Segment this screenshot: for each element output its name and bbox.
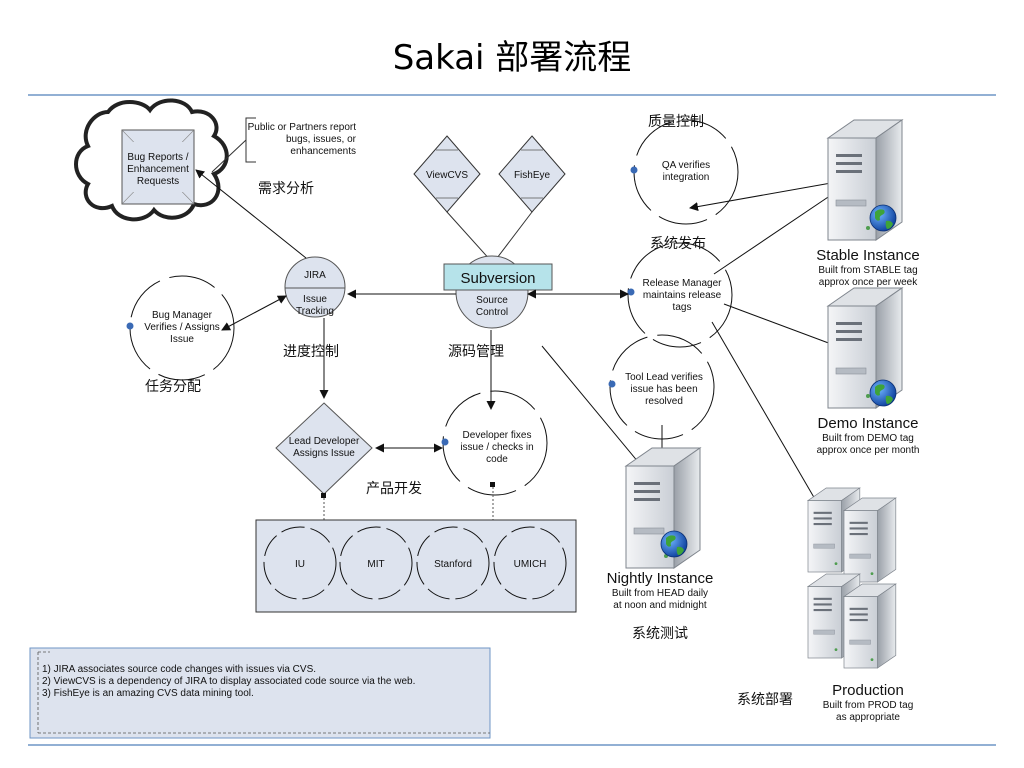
notes-box: 1) JIRA associates source code changes w… xyxy=(29,647,491,739)
subversion-badge: Subversion xyxy=(460,270,535,287)
school-umich: UMICH xyxy=(493,526,567,600)
bug-reports-cloud: Bug Reports / Enhancement Requests xyxy=(74,98,229,222)
label-qa: 质量控制 xyxy=(648,114,704,130)
cloud-line-2: Enhancement xyxy=(127,164,189,175)
svn-bottom-2: Control xyxy=(476,307,508,318)
stable-server: Stable Instance Built from STABLE tag ap… xyxy=(816,119,920,288)
tool-lead-node: Tool Lead verifies issue has been resolv… xyxy=(608,334,715,440)
nightly-server: Nightly Instance Built from HEAD daily a… xyxy=(607,447,714,611)
jira-top: JIRA xyxy=(304,270,326,281)
callout: Public or Partners report bugs, issues, … xyxy=(211,117,357,173)
production-desc-2: as appropriate xyxy=(836,712,900,723)
nightly-desc-2: at noon and midnight xyxy=(613,600,707,611)
qa-line-2: integration xyxy=(663,172,710,183)
production-desc-1: Built from PROD tag xyxy=(823,700,914,711)
connectors xyxy=(195,169,863,581)
school-iu: IU xyxy=(263,526,337,600)
lead-developer-line-2: Assigns Issue xyxy=(293,448,355,459)
developer-fix-line-2: issue / checks in xyxy=(460,442,533,453)
bug-manager-line-3: Issue xyxy=(170,334,194,345)
subversion-node: Subversion Source Control xyxy=(443,255,553,329)
note-3: 3) FishEye is an amazing CVS data mining… xyxy=(42,688,254,699)
nightly-desc-1: Built from HEAD daily xyxy=(612,588,708,599)
callout-line-1: Public or Partners report xyxy=(248,122,357,133)
label-release: 系统发布 xyxy=(650,236,706,252)
release-line-2: maintains release xyxy=(643,290,722,301)
developer-fix-line-3: code xyxy=(486,454,508,465)
lead-developer-node: Lead Developer Assigns Issue xyxy=(275,402,373,498)
cloud-line-1: Bug Reports / xyxy=(127,152,188,163)
school-mit: MIT xyxy=(339,526,413,600)
stable-desc-2: approx once per week xyxy=(819,277,918,288)
release-line-1: Release Manager xyxy=(643,278,723,289)
label-requirements: 需求分析 xyxy=(258,181,314,197)
developer-fix-line-1: Developer fixes xyxy=(463,430,532,441)
label-source: 源码管理 xyxy=(448,344,504,360)
school-stanford-label: Stanford xyxy=(434,559,472,570)
lead-developer-line-1: Lead Developer xyxy=(289,436,360,447)
cloud-line-3: Requests xyxy=(137,176,179,187)
viewcvs-label: ViewCVS xyxy=(426,170,468,181)
qa-node: QA verifies integration xyxy=(630,119,739,225)
bug-manager-node: Bug Manager Verifies / Assigns Issue xyxy=(126,275,235,381)
demo-desc-1: Built from DEMO tag xyxy=(822,433,914,444)
callout-line-2: bugs, issues, or xyxy=(286,134,357,145)
fisheye-label: FishEye xyxy=(514,170,551,181)
production-name: Production xyxy=(832,682,904,699)
schools-box: IU MIT Stanford UMICH xyxy=(255,519,577,613)
callout-line-3: enhancements xyxy=(290,146,356,157)
bug-manager-line-2: Verifies / Assigns xyxy=(144,322,220,333)
note-2: 2) ViewCVS is a dependency of JIRA to di… xyxy=(42,676,415,687)
tool-lead-line-2: issue has been xyxy=(630,384,697,395)
label-progress: 进度控制 xyxy=(283,344,339,360)
jira-bottom-2: Tracking xyxy=(296,306,334,317)
jira-node: JIRA Issue Tracking xyxy=(284,256,346,318)
stable-name: Stable Instance xyxy=(816,247,919,264)
bug-manager-line-1: Bug Manager xyxy=(152,310,213,321)
tool-lead-line-1: Tool Lead verifies xyxy=(625,372,703,383)
nightly-name: Nightly Instance xyxy=(607,570,714,587)
label-testing: 系统测试 xyxy=(632,626,688,642)
demo-name: Demo Instance xyxy=(818,415,919,432)
page-title: Sakai 部署流程 xyxy=(392,38,632,78)
qa-line-1: QA verifies xyxy=(662,160,710,171)
release-line-3: tags xyxy=(673,302,692,313)
viewcvs-node: ViewCVS xyxy=(413,135,481,213)
demo-desc-2: approx once per month xyxy=(817,445,920,456)
demo-server: Demo Instance Built from DEMO tag approx… xyxy=(817,287,920,456)
jira-bottom-1: Issue xyxy=(303,294,327,305)
fisheye-node: FishEye xyxy=(498,135,566,213)
label-dev: 产品开发 xyxy=(366,481,422,497)
school-stanford: Stanford xyxy=(416,526,490,600)
note-1: 1) JIRA associates source code changes w… xyxy=(42,664,316,675)
label-task: 任务分配 xyxy=(145,379,201,395)
school-iu-label: IU xyxy=(295,559,305,570)
release-manager-node: Release Manager maintains release tags xyxy=(627,242,733,348)
production-server: Production Built from PROD tag as approp… xyxy=(807,487,914,723)
school-mit-label: MIT xyxy=(367,559,384,570)
label-deploy: 系统部署 xyxy=(737,692,793,708)
stable-desc-1: Built from STABLE tag xyxy=(818,265,917,276)
school-umich-label: UMICH xyxy=(514,559,547,570)
svn-bottom-1: Source xyxy=(476,295,508,306)
developer-fix-node: Developer fixes issue / checks in code xyxy=(441,390,548,496)
tool-lead-line-3: resolved xyxy=(645,396,683,407)
